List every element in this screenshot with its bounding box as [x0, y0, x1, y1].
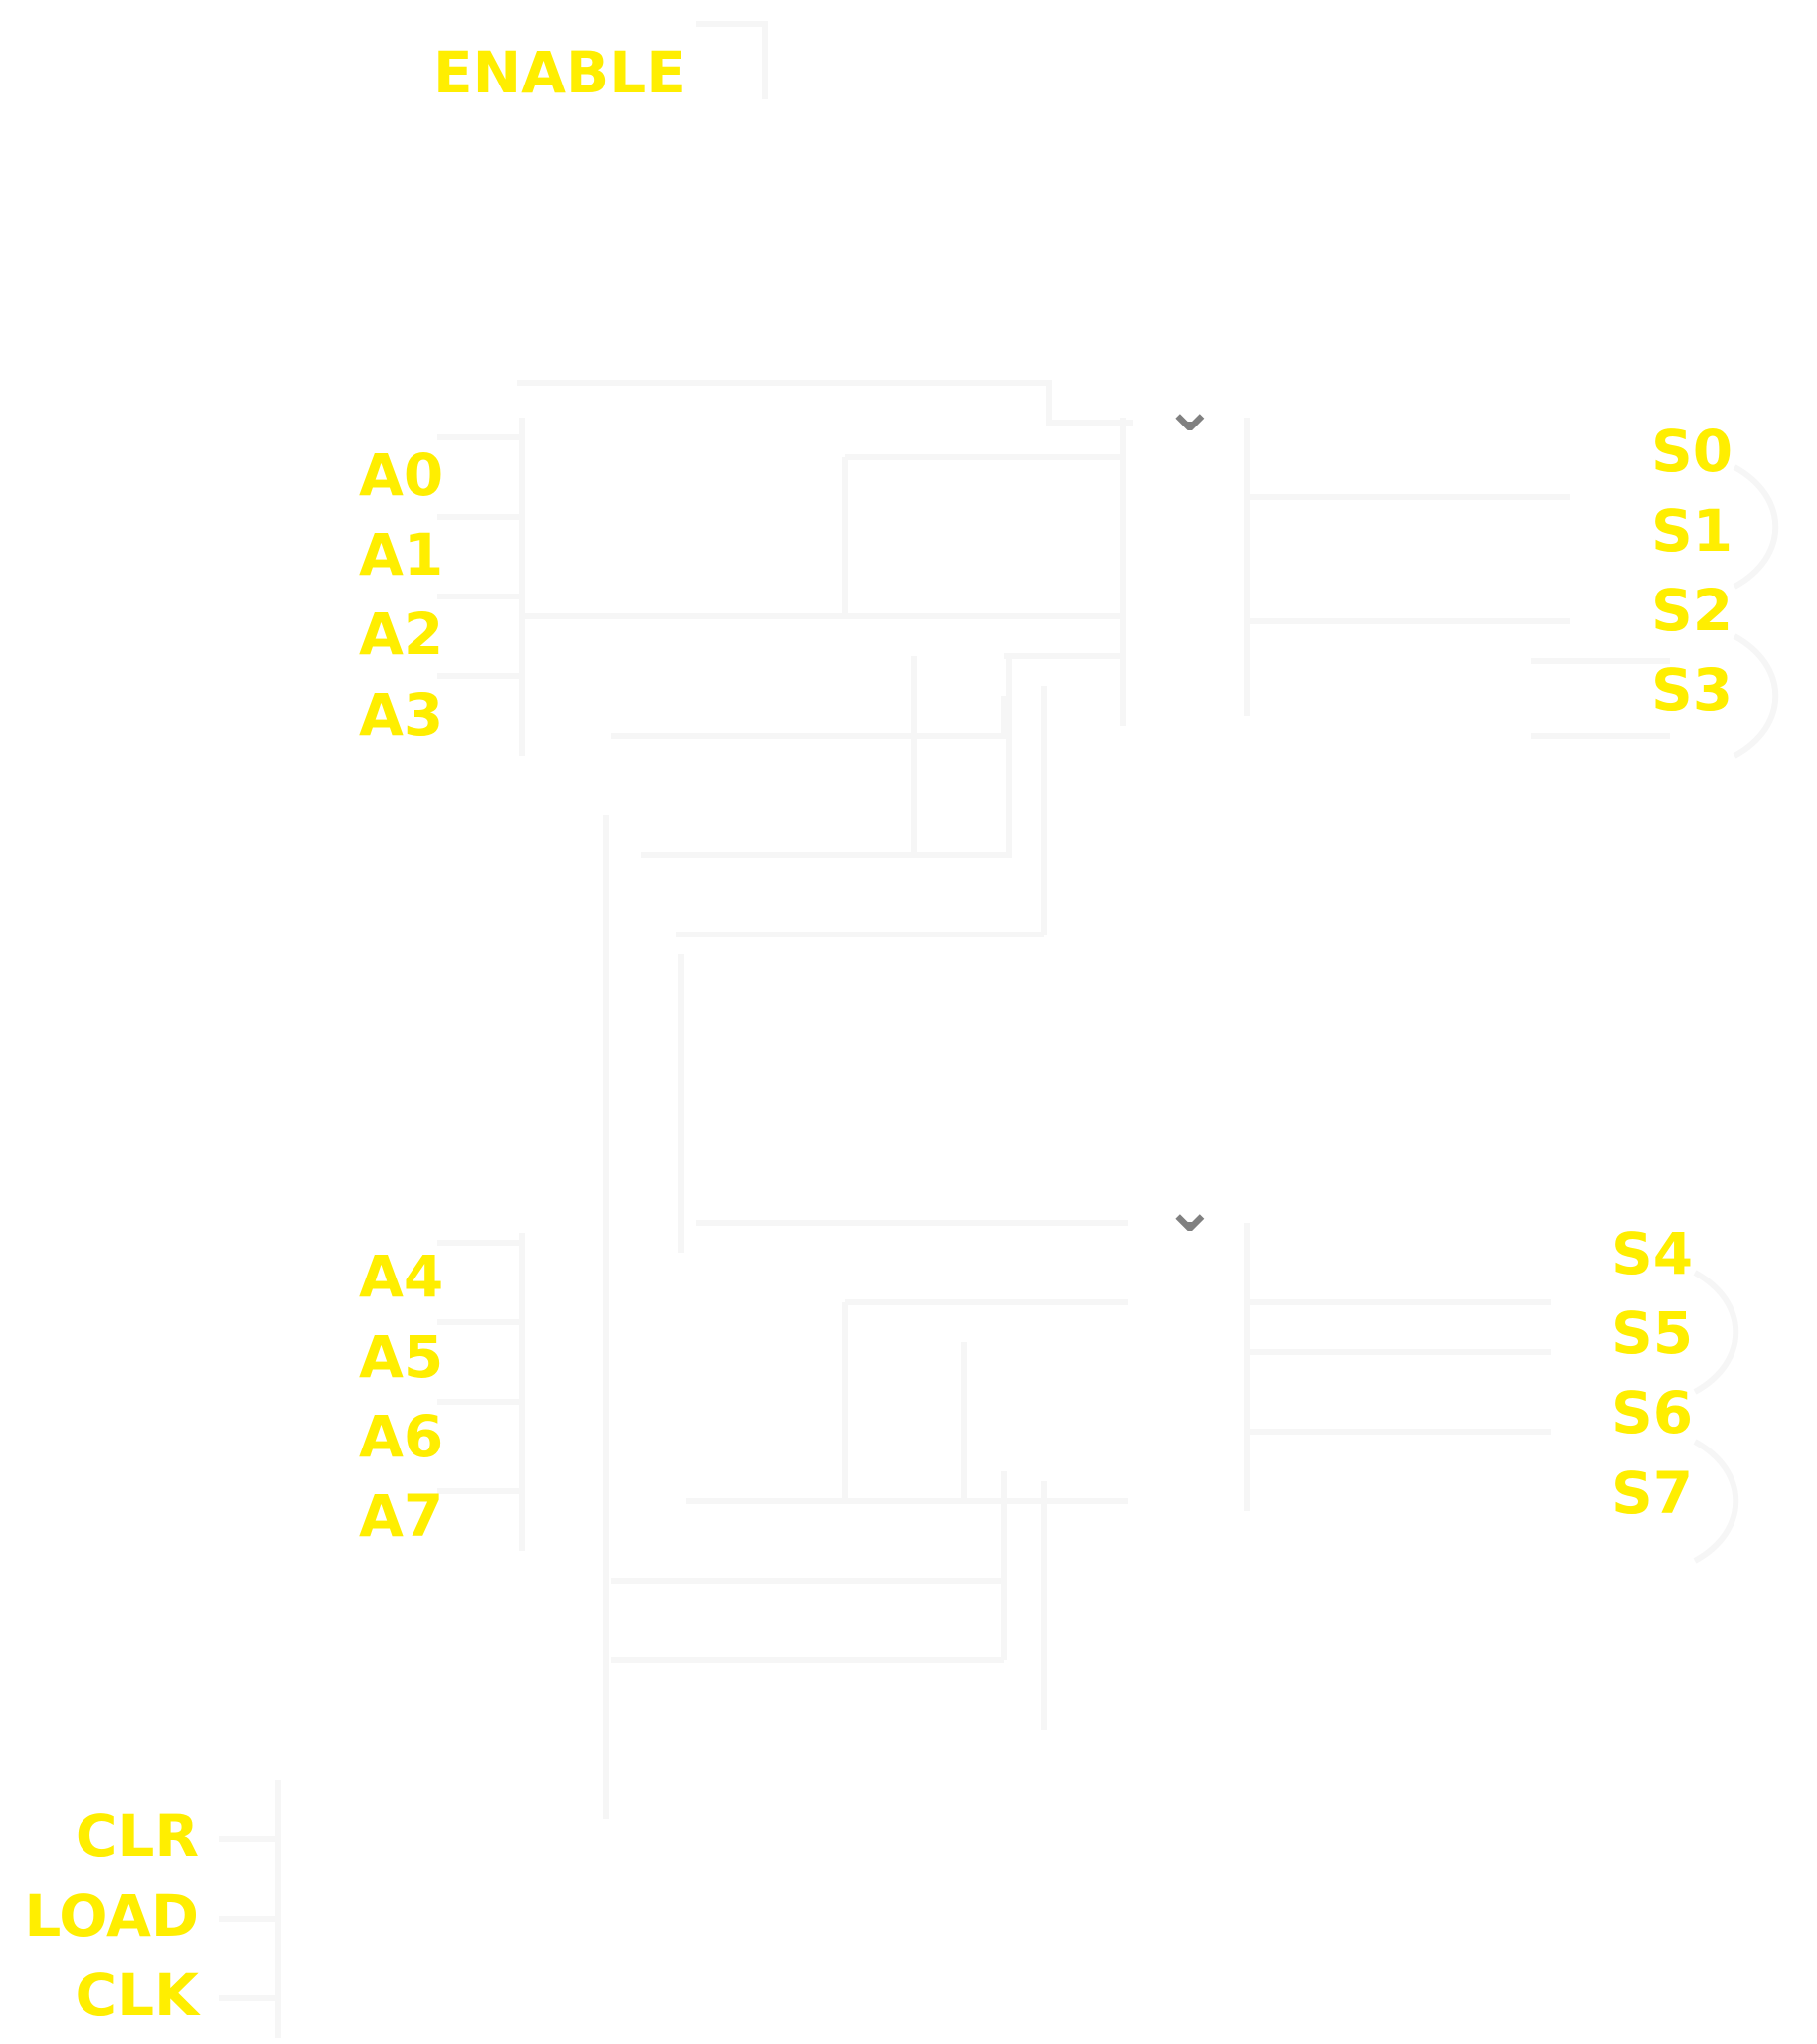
wire	[696, 21, 768, 99]
control-label-clk: CLK	[75, 1961, 199, 2029]
wire	[517, 380, 1133, 426]
output-label-s6: S6	[1611, 1379, 1694, 1447]
input-label-a1: A1	[359, 521, 444, 589]
wire	[1733, 633, 1779, 759]
input-label-a6: A6	[359, 1403, 444, 1470]
output-label-s0: S0	[1651, 418, 1734, 485]
chevron-down-icon: ⌄	[1163, 373, 1217, 446]
control-label-load: LOAD	[24, 1882, 199, 1950]
output-label-s5: S5	[1611, 1299, 1694, 1367]
output-label-s1: S1	[1651, 497, 1734, 565]
input-label-a0: A0	[359, 441, 444, 509]
wire	[1733, 464, 1779, 590]
wire	[611, 696, 1007, 739]
wire	[1693, 1270, 1739, 1395]
control-label-clr: CLR	[75, 1802, 199, 1870]
input-label-a7: A7	[359, 1482, 444, 1550]
enable-label: ENABLE	[433, 39, 686, 106]
wire	[1693, 1439, 1739, 1564]
output-label-s7: S7	[1611, 1459, 1694, 1527]
input-label-a2: A2	[359, 600, 444, 668]
input-label-a3: A3	[359, 681, 444, 749]
output-label-s3: S3	[1651, 656, 1734, 724]
input-label-a4: A4	[359, 1243, 444, 1310]
chevron-down-icon: ⌄	[1163, 1173, 1217, 1247]
output-label-s4: S4	[1611, 1220, 1694, 1287]
input-label-a5: A5	[359, 1323, 444, 1391]
wire-group	[219, 21, 1779, 2038]
output-label-s2: S2	[1651, 577, 1734, 644]
wire	[641, 656, 1012, 858]
